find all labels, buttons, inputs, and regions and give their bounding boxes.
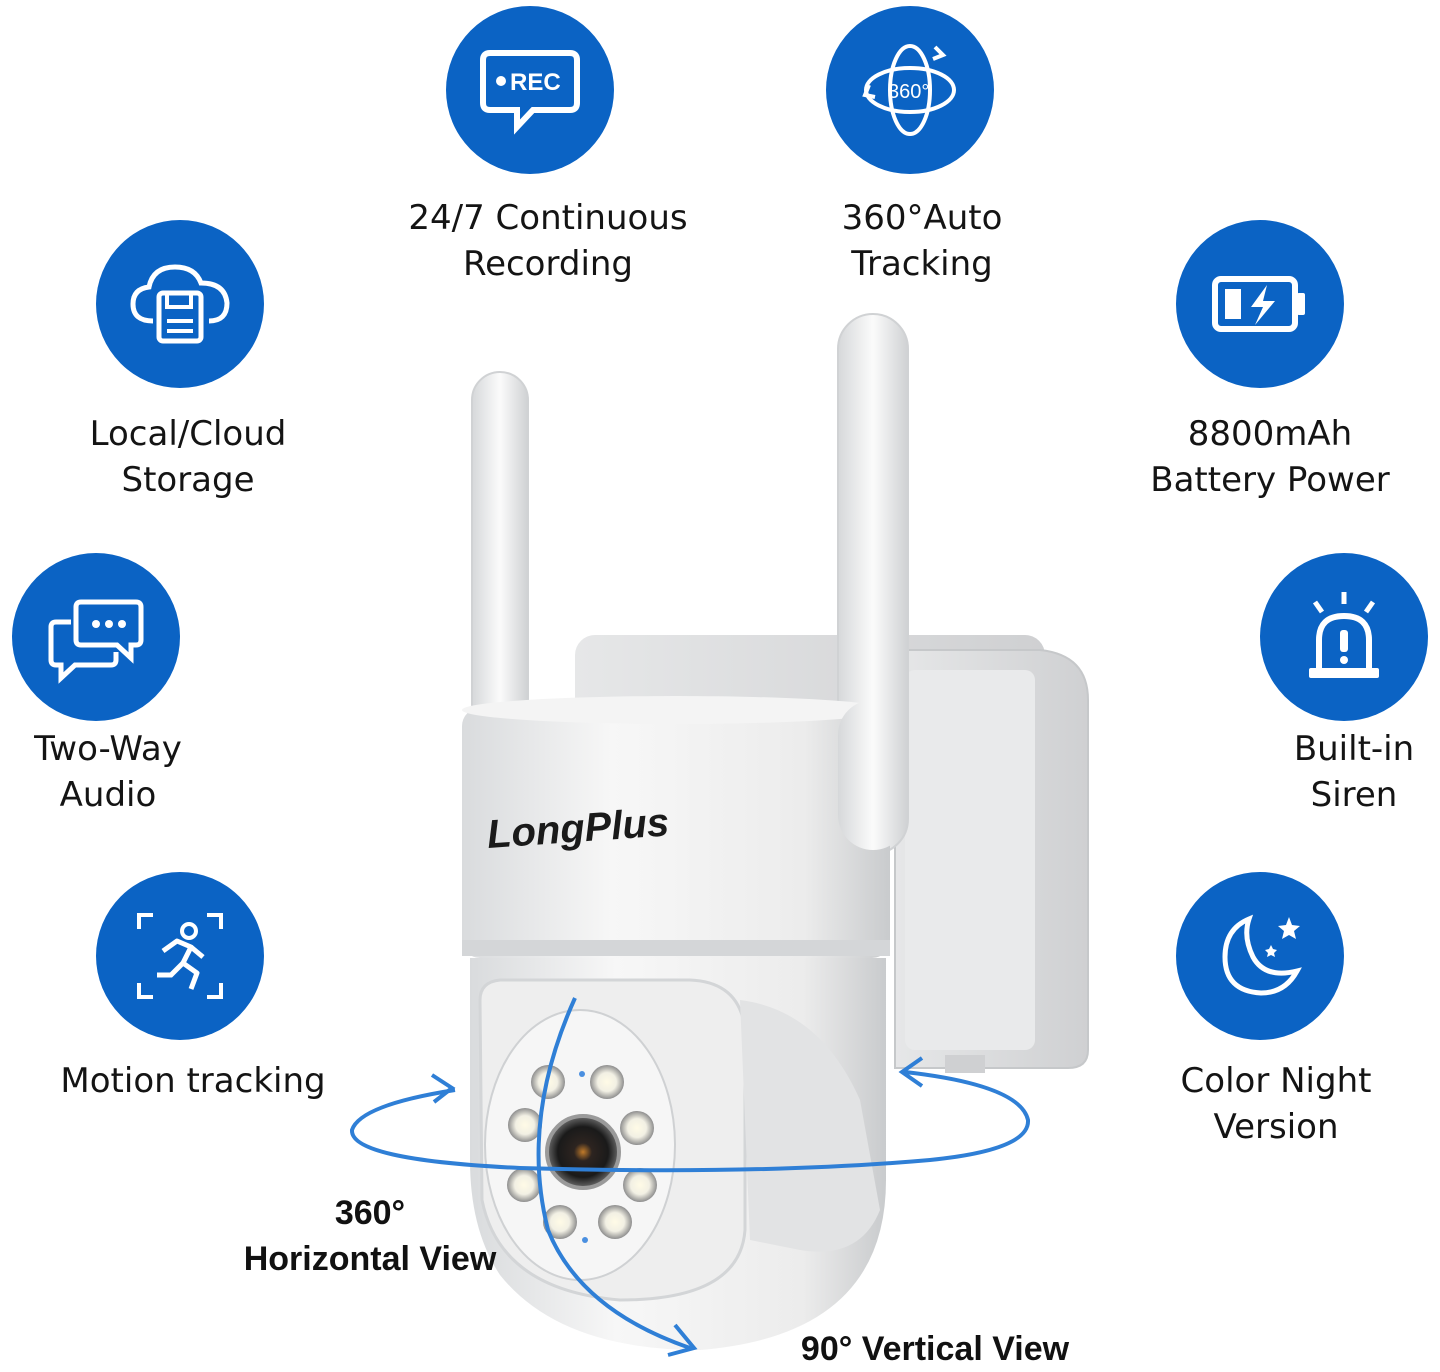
storage-feature-circle	[96, 220, 264, 388]
siren-feature-label: Built-in Siren	[1293, 729, 1415, 815]
svg-text:360°: 360°	[888, 81, 929, 103]
motion-feature-label: Motion tracking	[60, 1061, 326, 1101]
audio-feature-circle	[12, 553, 180, 721]
night-feature-label: Color Night Version	[1180, 1061, 1372, 1147]
moon-stars-icon	[1222, 914, 1302, 996]
battery-feature-circle	[1176, 220, 1344, 388]
horizontal-view-label: 360° Horizontal View	[243, 1194, 497, 1278]
alarm-siren-icon	[1309, 592, 1379, 678]
recording-feature-circle: REC	[446, 6, 614, 174]
storage-feature-label: Local/Cloud Storage	[89, 414, 287, 500]
recording-feature-label: 24/7 Continuous Recording	[408, 198, 688, 284]
tracking-feature-label: 360°Auto Tracking	[841, 198, 1003, 284]
horizontal-rotation-arrow	[350, 1056, 1030, 1173]
audio-feature-label: Two-Way Audio	[34, 729, 182, 815]
led-ring	[507, 1065, 657, 1239]
rec-bubble-icon: REC	[480, 50, 580, 135]
motion-feature-circle	[96, 872, 264, 1040]
tracking-feature-circle: 360°	[826, 6, 994, 174]
night-feature-circle	[1176, 872, 1344, 1040]
camera-dome	[470, 958, 886, 1350]
battery-bolt-icon	[1212, 276, 1305, 332]
cloud-floppy-icon	[130, 264, 230, 344]
chat-bubbles-icon	[48, 599, 144, 684]
camera-lens	[545, 1114, 621, 1190]
rotate-360-icon: 360°	[862, 44, 956, 136]
camera-upper-body	[462, 696, 908, 958]
vertical-view-label: 90° Vertical View	[800, 1330, 1070, 1368]
svg-text:REC: REC	[510, 69, 561, 96]
left-antenna	[471, 371, 529, 733]
battery-feature-label: 8800mAh Battery Power	[1150, 414, 1390, 500]
running-person-icon	[137, 913, 223, 999]
vertical-rotation-arrow	[536, 997, 698, 1357]
siren-feature-circle	[1260, 553, 1428, 721]
